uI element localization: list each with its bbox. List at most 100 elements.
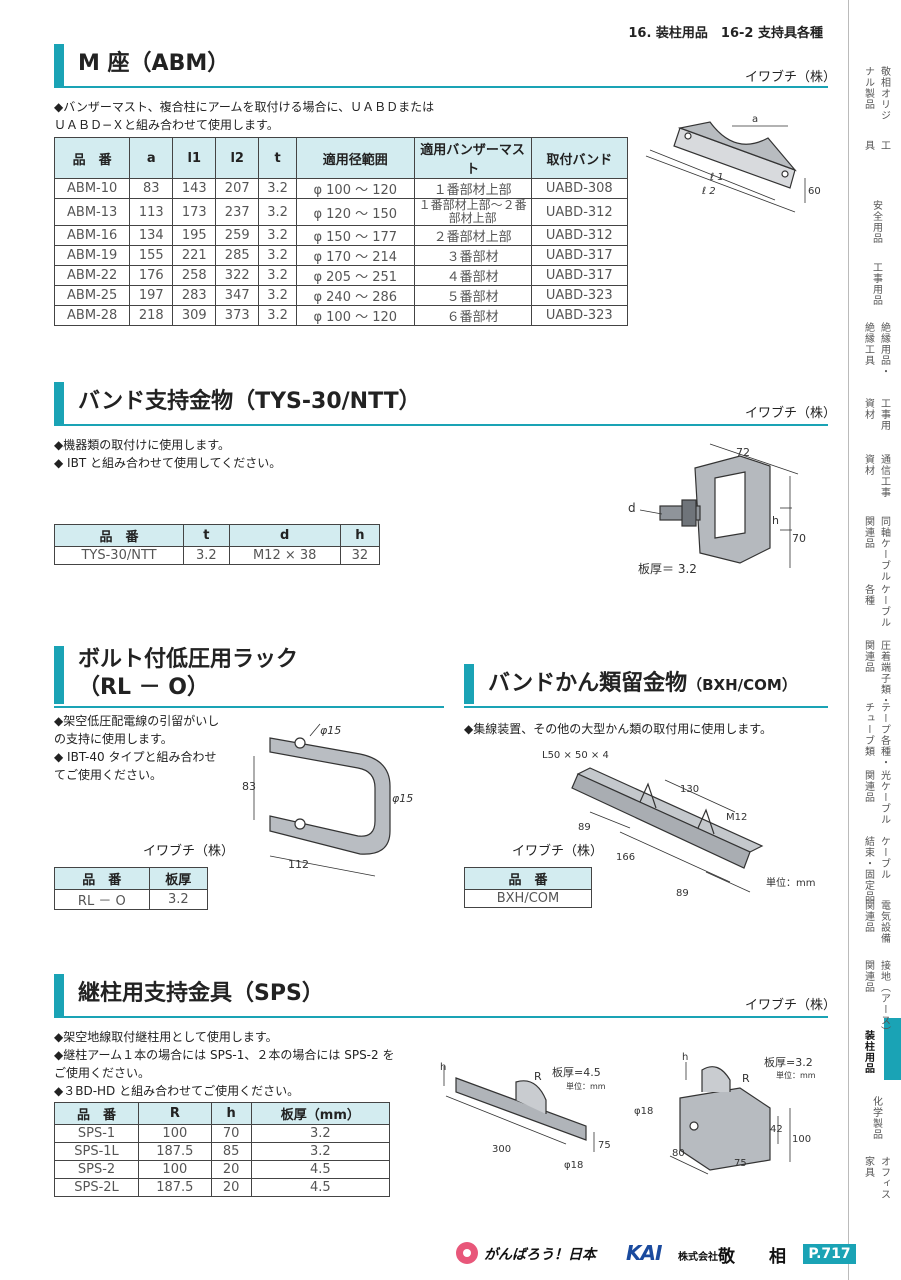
sps1-dim-300: 300 [492,1144,511,1155]
sidebar-item-label: 絶縁工具 [862,322,874,366]
abm-cell: 143 [172,178,217,199]
sidebar-item-label: 関連品 [862,960,874,993]
rl-desc-1: ◆架空低圧配電線の引留がいし [54,714,220,728]
bxh-title: バンドかん類留金物 [488,671,688,696]
sps2-dim-h: h [682,1052,688,1063]
sidebar-item-label: ケーブル [878,836,890,880]
tys-header: d [228,524,341,547]
tys-header: t [183,524,230,547]
sidebar-item[interactable]: 同軸ケーブル関連品 [852,516,900,582]
sps-diagram-2: h R 板厚=3.2 単位：mm φ18 42 100 80 75 [634,1052,816,1175]
abm-cell: UABD-312 [530,198,629,226]
bxh-title-small: （BXH/COM） [687,676,797,694]
sidebar-item[interactable]: 接地（アース） 関連品 [852,960,900,1037]
tys-header: 品 番 [53,524,185,547]
tys-desc-2: ◆ IBT と組み合わせて使用してください。 [54,456,282,470]
sidebar-item[interactable]: 敬相オリジナル製品 [852,66,900,121]
sidebar-item-label: チューブ類 [862,702,874,757]
rl-title-1: ボルト付低圧用ラック [78,647,299,672]
abm-spec-table: 品 番 a l1 l2 t 適用径範囲 適用バンザーマスト 取付バンド ABM-… [53,137,629,326]
sps-cell: SPS-1 [53,1124,140,1143]
tys-desc-1: ◆機器類の取付けに使用します。 [54,438,231,452]
sps1-dim-h: h [440,1062,446,1073]
bxh-maker: イワブチ（株） [512,844,604,859]
breadcrumb: 16. 装柱用品 16-2 支持具各種 [628,26,823,41]
sps-cell: 4.5 [250,1160,391,1179]
abm-cell: UABD-308 [530,178,629,199]
sidebar-item-label: 工 [878,140,890,151]
abm-diagram: a ℓ 1 ℓ 2 60 [645,114,821,213]
sidebar-item-label: ナル製品 [862,66,874,110]
sps-header: R [138,1102,212,1125]
bxh-dim-l: L50 × 50 × 4 [542,750,609,761]
sps-desc-2: ◆継柱アーム１本の場合には SPS-1、２本の場合には SPS-2 を [54,1048,395,1062]
sidebar-item-label: 絶縁用品・ [878,322,890,377]
sps-maker: イワブチ（株） [745,998,837,1013]
abm-dim-h: 60 [808,186,821,197]
sidebar-item[interactable]: 工事用品 [852,262,900,306]
sidebar-item[interactable]: 電気設備関連品 [852,900,900,944]
sps-desc-1: ◆架空地線取付継柱用として使用します。 [54,1030,278,1044]
abm-cell: φ 100 ～ 120 [295,178,415,199]
sps-cell: SPS-1L [53,1142,140,1161]
sidebar-item[interactable]: 装柱用品 [852,1030,884,1074]
sidebar-item-label: 接地（アース） [878,960,890,1037]
sidebar-item-label: 工事用 [878,398,890,431]
sidebar-item[interactable]: 安全用品 [852,200,900,244]
sidebar-active-marker [884,1018,901,1080]
bxh-dim-89a: 89 [578,822,591,833]
sps1-dim-75: 75 [598,1140,611,1151]
section-title-abm: M 座（ABM） [54,44,229,88]
sps-cell: 85 [210,1142,252,1161]
sidebar-item[interactable]: オフィス家具 [852,1156,900,1200]
sps1-dim-r: R [534,1070,542,1083]
bxh-spec-table: 品 番 BXH/COM [464,867,592,908]
rl-spec-table: 品 番 板厚 RL － O 3.2 [54,867,209,910]
abm-cell: 221 [172,245,217,266]
sidebar-item-label: 安全用品 [870,200,882,244]
sidebar-item[interactable]: テープ各種・チューブ類 [852,702,900,768]
abm-cell: 3.2 [258,285,297,306]
bxh-header: 品 番 [464,867,592,890]
sidebar-item[interactable]: 圧着端子類・関連品 [852,640,900,706]
tys-dim-h2: 70 [792,532,806,545]
abm-dim-l2: ℓ 2 [702,186,716,197]
sps2-dim-100: 100 [792,1134,811,1145]
tys-diagram: 72 d h 70 板厚＝ 3.2 [628,443,806,576]
sidebar-item[interactable]: ケーブル各種 [852,584,900,628]
tys-dim-w: 72 [736,446,750,459]
sps-header: 品 番 [53,1102,140,1125]
sidebar-item-label: 家具 [862,1156,874,1178]
tys-header: h [339,524,381,547]
sidebar-item[interactable]: ケーブル結束・固定品 [852,836,900,902]
abm-cell: 197 [129,285,174,306]
abm-cell: φ 240 ～ 286 [295,285,415,306]
sidebar-item-label: 電気設備 [878,900,890,944]
sidebar-item[interactable]: 光ケーブル関連品 [852,770,900,825]
sidebar-item-label: 通信工事 [878,454,890,498]
abm-cell: ３番部材 [413,245,532,266]
abm-cell: φ 205 ～ 251 [295,265,415,286]
sidebar-item[interactable]: 工具 [852,140,900,151]
abm-title: M 座（ABM） [78,51,230,76]
sidebar-item-label: 工事用品 [870,262,882,306]
abm-cell: φ 150 ～ 177 [295,225,415,246]
sidebar-item[interactable]: 化学製品 [852,1096,900,1140]
sidebar-item-label: 光ケーブル [878,770,890,825]
bxh-cell: BXH/COM [464,889,592,908]
sidebar-item-label: 同軸ケーブル [878,516,890,582]
abm-cell: ABM-16 [53,225,131,246]
sidebar-item[interactable]: 工事用資材 [852,398,900,431]
sidebar-item-label: 圧着端子類・ [878,640,890,706]
sps-cell: 4.5 [250,1178,391,1197]
sps2-dim-r: R [742,1072,750,1085]
sidebar-item-label: 資材 [862,398,874,420]
sidebar-item[interactable]: 絶縁用品・絶縁工具 [852,322,900,377]
abm-cell: ABM-13 [53,198,131,226]
sidebar-item[interactable]: 通信工事資材 [852,454,900,498]
page-number: P.717 [803,1244,856,1264]
abm-cell: UABD-323 [530,305,629,326]
